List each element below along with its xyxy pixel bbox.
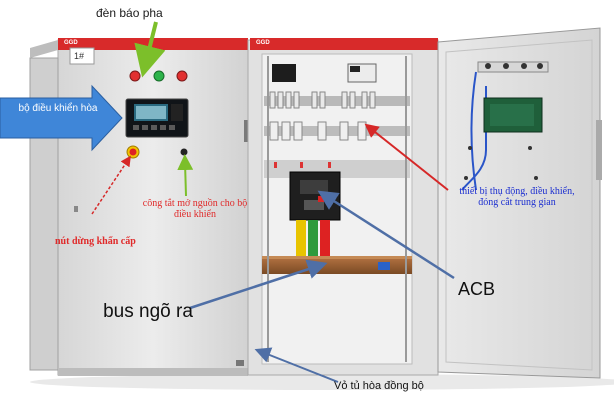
cabinet-shell-pointer-arrow <box>254 347 339 383</box>
left-brand-label: GGD <box>64 40 78 46</box>
controller-label: bộ điều khiển hòa <box>18 103 98 114</box>
emergency-stop-label: nút dừng khẩn cấp <box>55 236 136 247</box>
phase-light-green <box>153 70 165 82</box>
output-busbar <box>262 258 412 274</box>
right-cabinet-red-header <box>250 38 438 50</box>
right-brand-label: GGD <box>256 40 270 46</box>
cabinet-id-tag <box>69 47 95 65</box>
emergency-stop-button <box>129 148 137 156</box>
phase-light-red-2 <box>176 70 188 82</box>
cabinet-door <box>437 27 601 379</box>
right-cabinet <box>247 38 439 376</box>
emergency-stop-pointer-arrow <box>91 155 131 215</box>
floor-shadow <box>30 374 614 390</box>
passive-devices-label: thiết bị thụ động, điều khiển, đóng cắt … <box>459 186 575 208</box>
phase-light-red-1 <box>129 70 141 82</box>
controller-pointer-arrow <box>0 84 123 152</box>
cabinet-id-label: 1# <box>74 51 85 61</box>
power-switch-pointer-arrow <box>177 154 194 197</box>
output-bus-label: bus ngõ ra <box>103 301 193 322</box>
passive-devices-pointer-arrow <box>364 123 449 191</box>
phase-lights-label: đèn báo pha <box>96 6 163 20</box>
acb-label: ACB <box>458 279 496 299</box>
phase-lights-pointer-arrow <box>134 21 166 78</box>
left-cabinet <box>29 38 249 376</box>
open-door <box>437 27 602 379</box>
power-switch-label: công tắt mở nguồn cho bộ điều khiển <box>142 198 248 220</box>
power-switch-knob <box>180 148 188 156</box>
acb-pointer-arrow <box>317 190 455 280</box>
sync-cabinet-label: Vỏ tủ hòa đồng bộ <box>334 380 424 392</box>
acb-breaker <box>289 171 341 221</box>
output-bus-pointer-arrow <box>189 259 328 310</box>
